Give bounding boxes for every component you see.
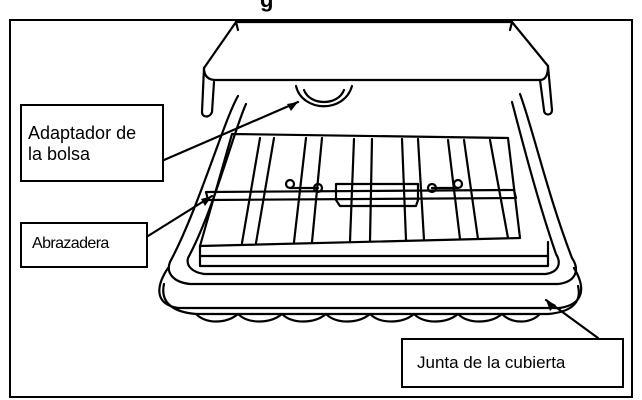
- lid-front: [202, 64, 550, 82]
- base-flange: [158, 266, 583, 310]
- cover-gasket-label: Junta de la cubierta: [401, 338, 624, 388]
- outer-shell: [167, 92, 577, 286]
- tray-top: [198, 132, 522, 248]
- figure-title-fragment: g: [260, 0, 274, 13]
- clamp-label: Abrazadera: [20, 222, 148, 268]
- clamp-bar: [204, 188, 518, 202]
- bag-adapter-label-line2: la bolsa: [28, 143, 91, 164]
- bag-adapter-label-line1: Adaptador de: [28, 123, 137, 143]
- lid-top: [202, 20, 550, 70]
- leader-clamp: [146, 194, 214, 238]
- cover-gasket: [162, 282, 580, 316]
- figure-frame: [9, 19, 633, 398]
- bag-adapter: [294, 84, 354, 108]
- clamp-latch: [334, 182, 420, 208]
- lid-right-hinge: [538, 64, 554, 116]
- gasket-scallops: [194, 312, 542, 323]
- leader-bag-adapter: [162, 100, 300, 162]
- lid-left-hinge: [200, 66, 216, 118]
- clamp-label-text: Abrazadera: [32, 235, 109, 252]
- inner-shell: [186, 100, 560, 276]
- leader-gasket: [544, 298, 600, 340]
- bag-adapter-label: Adaptador de la bolsa: [20, 104, 164, 182]
- cover-gasket-label-text: Junta de la cubierta: [417, 353, 566, 372]
